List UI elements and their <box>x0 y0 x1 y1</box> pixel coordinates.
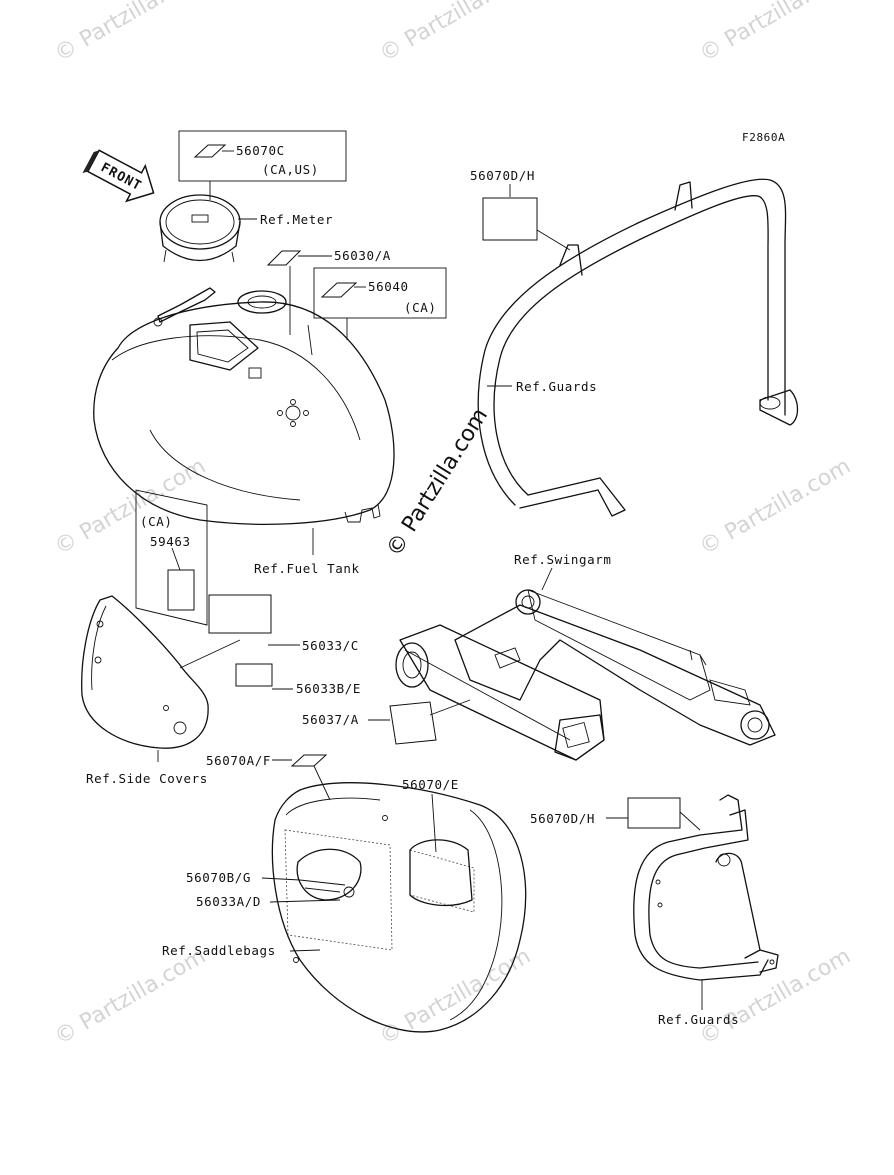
label-56070af: 56070A/F <box>206 753 271 768</box>
watermark: © Partzilla.com <box>696 944 856 1051</box>
label-56033ad: 56033A/D <box>196 894 261 909</box>
decal-56070c-icon <box>193 144 227 158</box>
label-56070e: 56070/E <box>402 777 459 792</box>
front-arrow-icon: FRONT <box>82 149 155 203</box>
label-ref-swingarm: Ref.Swingarm <box>514 552 612 567</box>
label-59463-region: (CA) <box>140 514 173 529</box>
decal-56070af-icon <box>290 754 328 767</box>
saddlebag-icon <box>271 782 527 1033</box>
figure-code: F2860A <box>742 131 785 144</box>
meter-icon <box>159 194 257 263</box>
decal-59463-icon <box>167 569 195 611</box>
label-ref-guards-bottom: Ref.Guards <box>658 1012 739 1027</box>
decal-56037a-icon <box>389 701 437 745</box>
top-guard-icon <box>477 178 799 517</box>
watermark: © Partzilla.com <box>51 944 211 1051</box>
watermark: © Partzilla.com <box>51 0 211 67</box>
decal-56070dh-bottom-icon <box>627 797 681 829</box>
label-56070c-region: (CA,US) <box>262 162 319 177</box>
label-56033c: 56033/C <box>302 638 359 653</box>
label-56070dh-top: 56070D/H <box>470 168 535 183</box>
decal-56033c-icon <box>208 594 272 634</box>
label-ref-meter: Ref.Meter <box>260 212 333 227</box>
decal-56033be-icon <box>235 663 273 687</box>
label-ref-side-covers: Ref.Side Covers <box>86 771 208 786</box>
swingarm-icon <box>395 589 776 761</box>
decal-56070dh-top-icon <box>482 197 538 241</box>
fuel-tank-icon <box>93 287 395 525</box>
label-56070bg: 56070B/G <box>186 870 251 885</box>
label-ref-saddlebags: Ref.Saddlebags <box>162 943 276 958</box>
label-56030a: 56030/A <box>334 248 391 263</box>
watermark: © Partzilla.com <box>696 454 856 561</box>
watermark: © Partzilla.com <box>376 944 536 1051</box>
meter-decal-group: 56070C (CA,US) <box>178 130 347 200</box>
label-56037a: 56037/A <box>302 712 359 727</box>
label-ref-guards-top: Ref.Guards <box>516 379 597 394</box>
label-56070dh-bottom: 56070D/H <box>530 811 595 826</box>
label-59463: 59463 <box>150 534 191 549</box>
label-56040-region: (CA) <box>404 300 437 315</box>
watermark: © Partzilla.com <box>696 0 856 67</box>
label-56033be: 56033B/E <box>296 681 361 696</box>
side-cover-icon <box>81 595 209 749</box>
label-ref-fuel-tank: Ref.Fuel Tank <box>254 561 360 576</box>
bottom-guard-icon <box>633 794 779 981</box>
label-56070c: 56070C <box>236 143 285 158</box>
decal-56040-icon <box>320 282 358 298</box>
watermark: © Partzilla.com <box>376 0 536 67</box>
decal-56030a-icon <box>266 250 302 266</box>
center-watermark: © Partzilla.com <box>382 404 493 561</box>
label-56040: 56040 <box>368 279 409 294</box>
